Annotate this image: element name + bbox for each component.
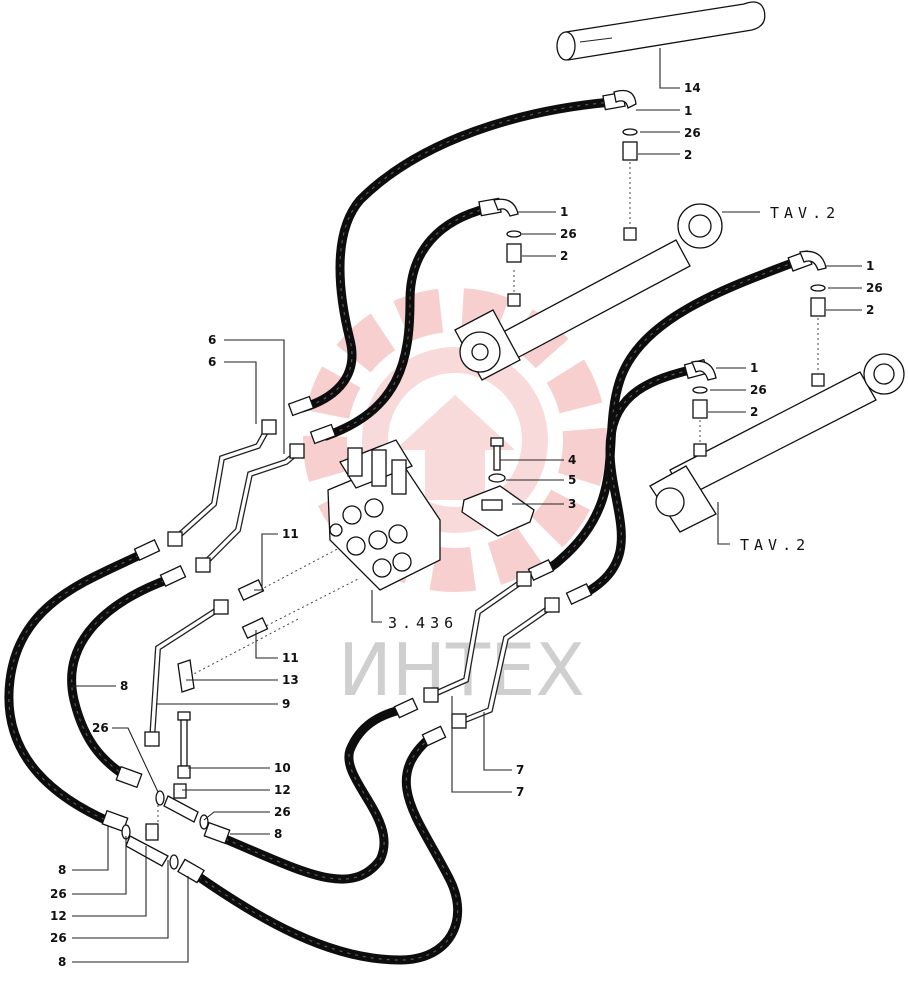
bolt-washer-clamp xyxy=(461,437,535,537)
callout-2-a: 2 xyxy=(684,148,692,162)
callout-26-b: 26 xyxy=(560,227,577,241)
callout-26-g: 26 xyxy=(50,931,67,945)
small-fittings xyxy=(121,579,269,870)
callout-6-a: 6 xyxy=(208,333,216,347)
callout-8-c: 8 xyxy=(58,955,66,969)
callout-11-a: 11 xyxy=(282,527,299,541)
callout-1-b: 1 xyxy=(560,205,568,219)
callout-8-side: 8 xyxy=(120,679,128,693)
callout-6-b: 6 xyxy=(208,355,216,369)
callout-26-c: 26 xyxy=(866,281,883,295)
hose-set xyxy=(4,97,800,965)
callout-7-a: 7 xyxy=(516,763,524,777)
callout-26-e: 26 xyxy=(274,805,291,819)
lower-cylinder xyxy=(649,353,905,533)
callout-7-b: 7 xyxy=(516,785,524,799)
callout-14: 14 xyxy=(684,81,701,95)
callout-9: 9 xyxy=(282,697,290,711)
callout-1-c: 1 xyxy=(866,259,874,273)
control-valve-block xyxy=(327,439,441,591)
callout-10: 10 xyxy=(274,761,291,775)
callout-1-a: 1 xyxy=(684,104,692,118)
callout-2-b: 2 xyxy=(560,249,568,263)
callout-11-b: 11 xyxy=(282,651,299,665)
hose-fittings xyxy=(101,89,827,884)
callout-2-d: 2 xyxy=(750,405,758,419)
callout-8-b: 8 xyxy=(58,863,66,877)
callout-26-side: 26 xyxy=(92,721,109,735)
ref-valve: 3.436 xyxy=(388,614,458,632)
callout-12-a: 12 xyxy=(274,783,291,797)
leader-lines xyxy=(72,109,862,963)
grip-tube-14 xyxy=(556,1,766,89)
callout-5: 5 xyxy=(568,473,576,487)
callout-3: 3 xyxy=(568,497,576,511)
seals-and-adapters xyxy=(506,128,826,419)
callout-12-b: 12 xyxy=(50,909,67,923)
callout-26-a: 26 xyxy=(684,126,701,140)
callout-13: 13 xyxy=(282,673,299,687)
callout-1-d: 1 xyxy=(750,361,758,375)
watermark-text: ИНТЕХ xyxy=(338,628,585,712)
ref-tav-top: TAV.2 xyxy=(770,204,840,222)
rigid-pipes xyxy=(144,419,560,747)
callout-26-f: 26 xyxy=(50,887,67,901)
upper-cylinder xyxy=(454,203,723,381)
ref-tav-bottom: TAV.2 xyxy=(740,536,810,554)
callout-4: 4 xyxy=(568,453,576,467)
callout-8-a: 8 xyxy=(274,827,282,841)
callout-2-c: 2 xyxy=(866,303,874,317)
callout-26-d: 26 xyxy=(750,383,767,397)
